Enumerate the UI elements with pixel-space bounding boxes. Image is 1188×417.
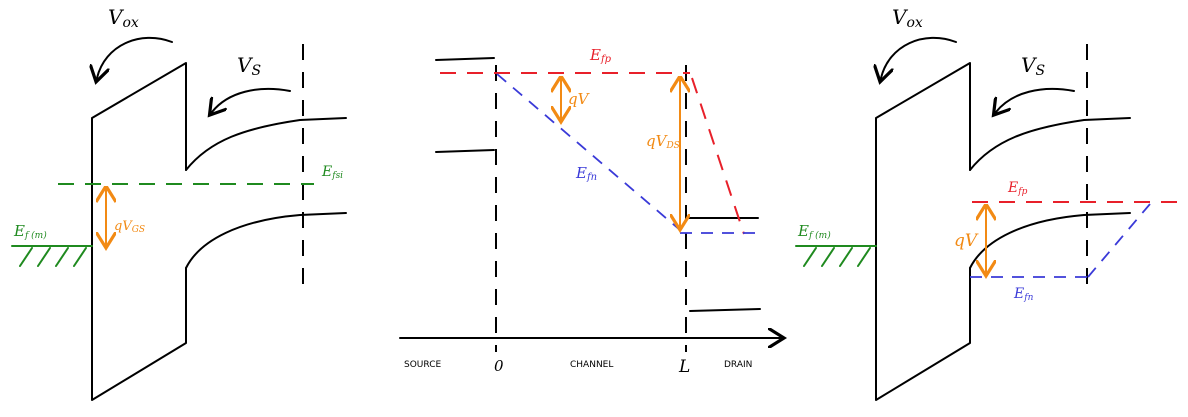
right-conduction-band [969, 117, 1131, 171]
left-qvgs-label: qVGS [114, 219, 145, 235]
right-efn-label: Efn [1013, 286, 1034, 303]
right-efp-label: Efp [1007, 180, 1028, 197]
right-vs-arrow [996, 87, 1075, 112]
left-vox-label: Vox [108, 5, 139, 31]
left-valence-band [185, 212, 347, 269]
right-vs-label: VS [1021, 53, 1045, 79]
right-qv-label: qV [954, 231, 979, 251]
mid-axis-channel: CHANNEL [570, 360, 613, 370]
left-conduction-band [185, 117, 347, 171]
left-efm-label: Ef (m) [13, 222, 47, 241]
mid-source-conduction [435, 57, 495, 61]
mid-axis-zero: 0 [494, 357, 504, 375]
mid-qvds-label: qVDS [646, 132, 680, 151]
left-metal-hatch [19, 247, 87, 267]
left-vs-arrow [212, 87, 291, 112]
left-vox-arrow [97, 37, 173, 78]
left-efsi-label: Efsi [321, 164, 343, 181]
middle-band-diagram [399, 57, 780, 352]
left-vs-label: VS [237, 53, 261, 79]
right-vox-arrow [881, 37, 957, 78]
left-oxide-outline [91, 62, 187, 401]
right-efn-rise [1087, 203, 1151, 278]
mid-drain-valence [689, 308, 761, 312]
right-oxide-outline [875, 62, 971, 401]
right-efm-label: Ef (m) [797, 222, 831, 241]
right-metal-hatch [803, 247, 871, 267]
mid-efn-line [496, 73, 681, 231]
mid-efp-drop [691, 77, 745, 235]
right-vox-label: Vox [892, 5, 923, 31]
left-band-diagram [11, 37, 347, 401]
mid-axis-source: SOURCE [404, 360, 441, 370]
mid-efn-label: Efn [575, 164, 597, 183]
mid-axis-l: L [678, 357, 690, 377]
mid-axis-drain: DRAIN [724, 360, 752, 370]
mid-efp-label: Efp [589, 46, 612, 65]
right-band-diagram [795, 37, 1178, 401]
right-valence-band [969, 212, 1131, 269]
mid-qv-label: qV [568, 90, 591, 108]
mid-source-valence [435, 149, 495, 153]
